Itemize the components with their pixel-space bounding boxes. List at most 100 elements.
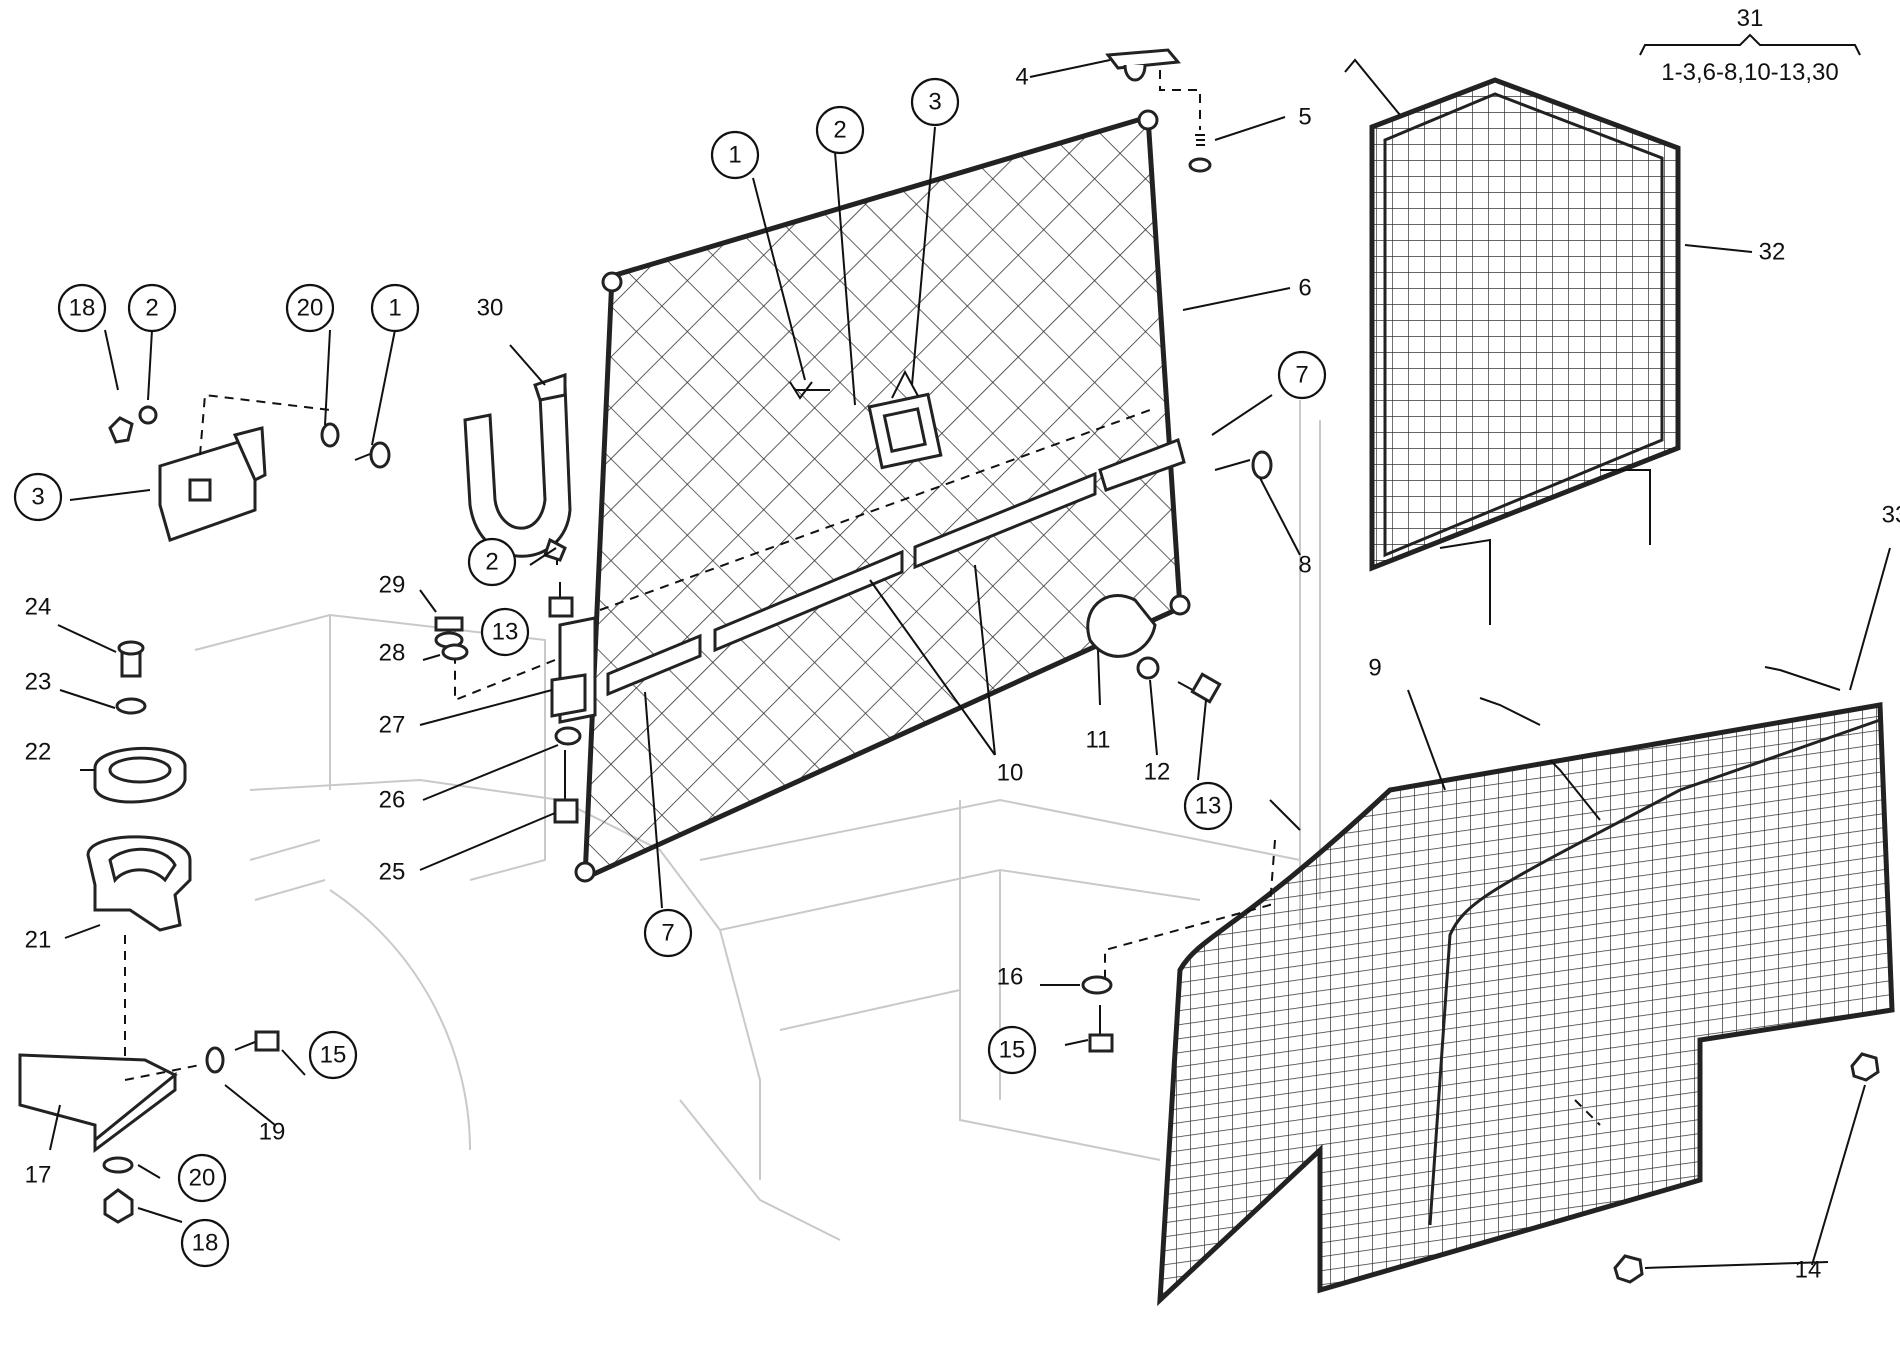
callout-number: 1	[388, 295, 401, 322]
callout-28: 28	[379, 640, 406, 667]
callout-circle	[815, 105, 865, 155]
kit-number: 31	[1737, 5, 1764, 32]
callout-number: 18	[192, 1230, 219, 1257]
callout-number: 9	[1368, 655, 1381, 682]
callout-2: 2	[467, 537, 517, 587]
callout-27: 27	[379, 712, 406, 739]
callout-number: 3	[31, 484, 44, 511]
callout-number: 16	[997, 964, 1024, 991]
callout-circle	[177, 1153, 227, 1203]
callout-number: 28	[379, 640, 406, 667]
callout-circle	[1183, 781, 1233, 831]
callout-circle	[13, 472, 63, 522]
callout-circle	[467, 537, 517, 587]
callout-number: 11	[1086, 727, 1111, 754]
callout-2: 2	[815, 105, 865, 155]
screw-8	[1214, 450, 1273, 480]
callout-33: 33	[1882, 502, 1900, 529]
callout-number: 27	[379, 712, 406, 739]
callout-number: 24	[25, 594, 52, 621]
callout-number: 25	[379, 859, 406, 886]
callout-1: 1	[710, 130, 760, 180]
callout-8: 8	[1298, 552, 1311, 579]
callout-circle	[308, 1030, 358, 1080]
callout-number: 5	[1298, 104, 1311, 131]
callout-1: 1	[370, 283, 420, 333]
callout-circle	[643, 908, 693, 958]
callout-7: 7	[643, 908, 693, 958]
callout-22: 22	[25, 739, 52, 766]
callout-4: 4	[1015, 64, 1028, 91]
callout-number: 1	[728, 142, 741, 169]
callout-number: 8	[1298, 552, 1311, 579]
callout-number: 21	[25, 927, 52, 954]
callout-11: 11	[1086, 727, 1111, 754]
callout-13: 13	[1183, 781, 1233, 831]
callout-5: 5	[1298, 104, 1311, 131]
callout-circle	[1277, 350, 1327, 400]
callout-number: 29	[379, 572, 406, 599]
callout-number: 6	[1298, 275, 1311, 302]
callout-24: 24	[25, 594, 52, 621]
callout-14: 14	[1795, 1257, 1822, 1284]
cargo-net-panel	[574, 109, 1222, 883]
bracket-3-left	[108, 393, 391, 542]
callout-17: 17	[25, 1162, 52, 1189]
callout-number: 13	[1195, 793, 1222, 820]
callout-number: 7	[661, 920, 674, 947]
callout-number: 14	[1795, 1257, 1822, 1284]
callout-number: 7	[1295, 362, 1308, 389]
callout-number: 32	[1759, 239, 1786, 266]
callout-circle	[987, 1025, 1037, 1075]
callout-number: 19	[259, 1119, 286, 1146]
callout-number: 2	[833, 117, 846, 144]
callout-7: 7	[1277, 350, 1327, 400]
callout-20: 20	[285, 283, 335, 333]
callout-number: 15	[999, 1037, 1026, 1064]
callout-15: 15	[987, 1025, 1037, 1075]
callout-3: 3	[910, 77, 960, 127]
callout-19: 19	[259, 1119, 286, 1146]
callout-2: 2	[127, 283, 177, 333]
callout-20: 20	[177, 1153, 227, 1203]
callout-number: 2	[485, 549, 498, 576]
callout-circle	[710, 130, 760, 180]
callout-18: 18	[57, 283, 107, 333]
callout-number: 20	[297, 295, 324, 322]
callout-3: 3	[13, 472, 63, 522]
kit-label: 31 1-3,6-8,10-13,30	[1661, 5, 1838, 86]
callout-number: 13	[492, 619, 519, 646]
bracket-30	[463, 372, 572, 558]
callout-10: 10	[997, 760, 1024, 787]
callout-circle	[57, 283, 107, 333]
callout-number: 23	[25, 669, 52, 696]
callout-32: 32	[1759, 239, 1786, 266]
callout-circle	[127, 283, 177, 333]
callout-number: 4	[1015, 64, 1028, 91]
callout-number: 12	[1144, 759, 1171, 786]
callout-30: 30	[477, 295, 504, 322]
callout-number: 10	[997, 760, 1024, 787]
callout-12: 12	[1144, 759, 1171, 786]
callout-circle	[180, 1218, 230, 1268]
callout-15: 15	[308, 1030, 358, 1080]
callout-6: 6	[1298, 275, 1311, 302]
vehicle-outline	[194, 400, 1321, 1241]
callout-number: 18	[69, 295, 96, 322]
hardware-27-25	[434, 537, 597, 824]
callout-21: 21	[25, 927, 52, 954]
callout-29: 29	[379, 572, 406, 599]
callout-number: 17	[25, 1162, 52, 1189]
callout-number: 2	[145, 295, 158, 322]
callout-circle	[370, 283, 420, 333]
callout-number: 15	[320, 1042, 347, 1069]
callout-26: 26	[379, 787, 406, 814]
callout-number: 3	[928, 89, 941, 116]
callout-number: 26	[379, 787, 406, 814]
callout-9: 9	[1368, 655, 1381, 682]
cargo-cage-9-33	[1081, 666, 1895, 1307]
callout-number: 22	[25, 739, 52, 766]
callout-number: 33	[1882, 502, 1900, 529]
